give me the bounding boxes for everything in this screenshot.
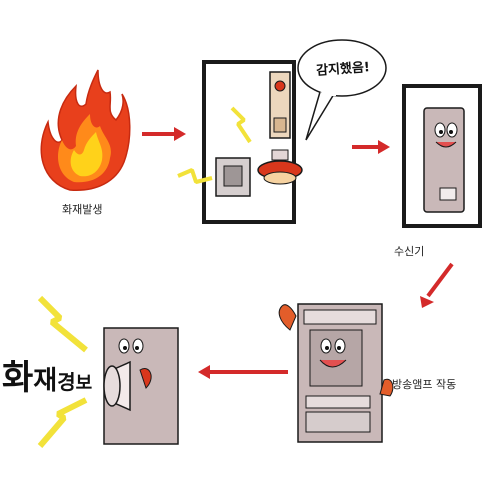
manual-call-point <box>215 157 251 197</box>
alarm-char-4: 보 <box>75 373 93 394</box>
speech-bubble <box>297 39 387 141</box>
fire-icon <box>40 69 131 191</box>
arrow-detector-to-receiver <box>352 140 390 154</box>
smoke-detector <box>257 149 303 185</box>
alarm-speaker-panel <box>103 327 179 445</box>
alarm-lightning <box>37 295 88 448</box>
speech-bubble-text: 감지했음! <box>315 60 371 79</box>
alarm-char-1: 화 <box>2 358 34 398</box>
arrow-receiver-to-amp <box>420 262 454 308</box>
fire-outbreak-label: 화재발생 <box>62 203 103 216</box>
arrow-amp-to-alarm <box>198 365 288 379</box>
receiver-label: 수신기 <box>394 245 425 258</box>
receiver-panel <box>402 84 482 228</box>
fire-alarm-text: 화재경보 <box>2 350 92 399</box>
alarm-char-3: 경 <box>57 370 76 394</box>
arrow-fire-to-detector <box>142 127 186 141</box>
alarm-char-2: 재 <box>33 366 58 396</box>
broadcast-amp-panel <box>278 303 394 443</box>
fire-bell <box>269 71 291 139</box>
broadcast-amp-label: 방송앰프 작동 <box>392 378 457 391</box>
